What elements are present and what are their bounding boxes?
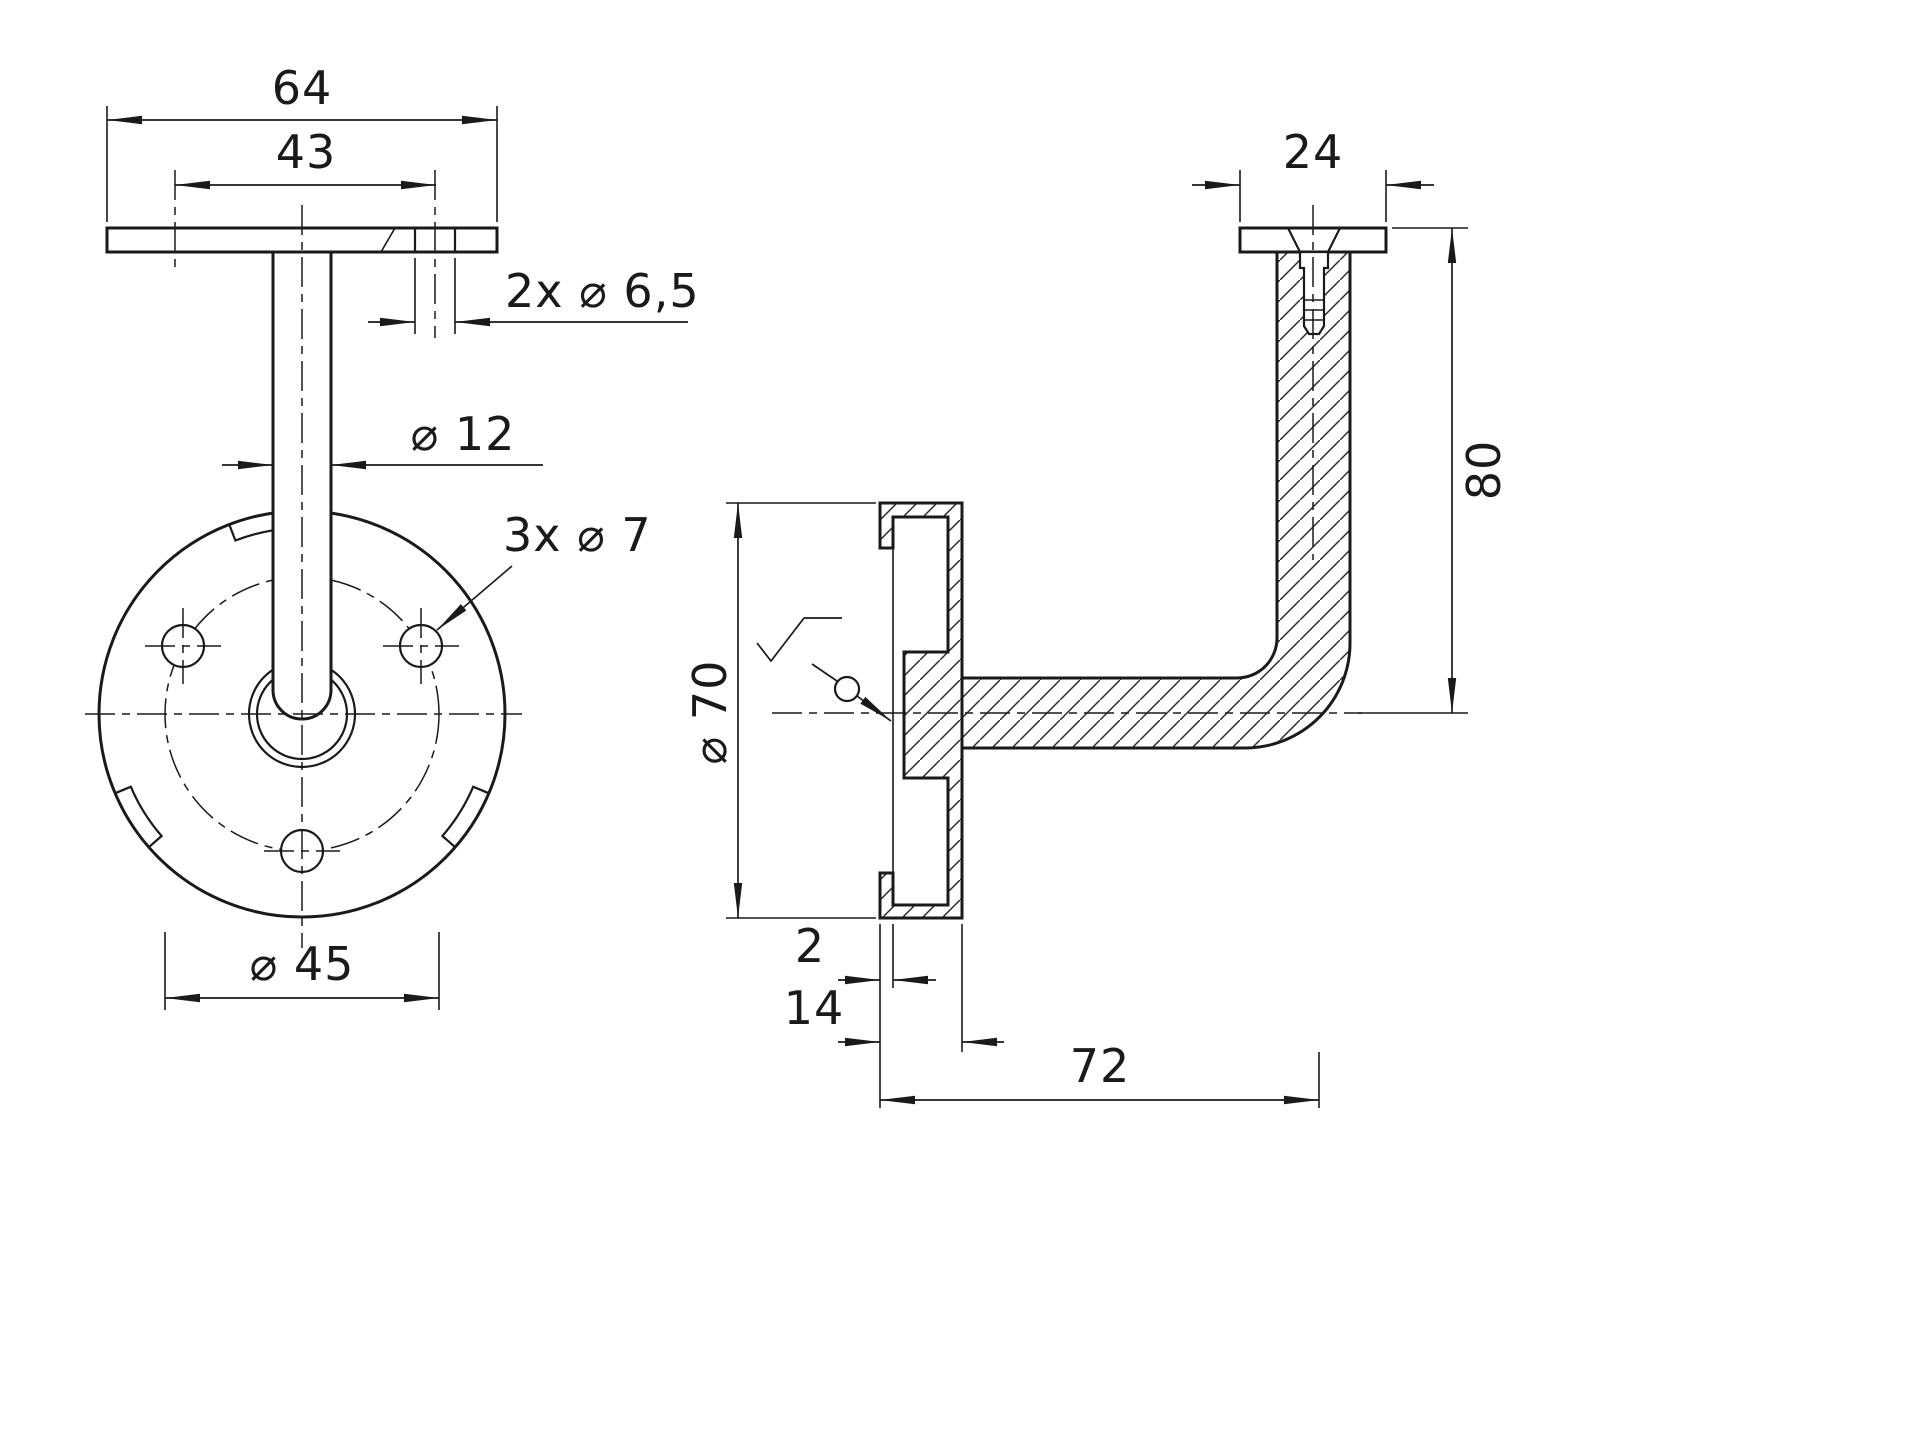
dim-plate-width: 64	[106, 61, 498, 222]
dim-saddle-holes: 2x ⌀ 6,5	[368, 258, 700, 334]
dim-flange-holes-label: 3x ⌀ 7	[503, 508, 652, 562]
dim-post-diameter: ⌀ 12	[222, 407, 543, 470]
dim-sheet-thickness: 2	[795, 919, 936, 1108]
front-view: 64 43 2x ⌀ 6,5 ⌀ 12 3x ⌀ 7	[85, 61, 700, 1010]
dim-plate-width-label: 64	[272, 61, 333, 115]
dim-flange-depth-label: 14	[784, 981, 845, 1035]
dim-saddle-width: 24	[1192, 125, 1434, 222]
surface-finish-symbol	[756, 617, 892, 722]
bracket-arm-section	[960, 250, 1352, 750]
wall-flange-section	[878, 501, 964, 920]
dim-flange-holes: 3x ⌀ 7	[436, 508, 652, 631]
dim-hole-spacing: 43	[175, 125, 436, 190]
dim-saddle-width-label: 24	[1283, 125, 1344, 179]
side-view: 24 80 ⌀ 70 2 14	[683, 125, 1511, 1108]
dim-flange-diameter: ⌀ 70	[683, 502, 876, 919]
dim-sheet-thickness-label: 2	[795, 919, 825, 973]
front-centerlines	[85, 170, 522, 948]
dim-wall-to-axis: 72	[880, 1039, 1320, 1108]
dim-wall-to-axis-label: 72	[1070, 1039, 1131, 1093]
dim-flange-diameter-label: ⌀ 70	[683, 660, 737, 765]
countersunk-screw	[1298, 250, 1330, 336]
dim-bolt-circle-label: ⌀ 45	[250, 937, 355, 991]
dim-flange-depth: 14	[784, 924, 1004, 1052]
dim-post-diameter-label: ⌀ 12	[411, 407, 516, 461]
dim-height: 80	[1358, 227, 1511, 714]
post-outline	[271, 252, 333, 721]
dim-height-label: 80	[1457, 440, 1511, 501]
dim-saddle-holes-label: 2x ⌀ 6,5	[505, 264, 700, 318]
side-centerlines	[772, 205, 1362, 714]
dim-hole-spacing-label: 43	[276, 125, 337, 179]
dim-bolt-circle: ⌀ 45	[164, 932, 440, 1010]
